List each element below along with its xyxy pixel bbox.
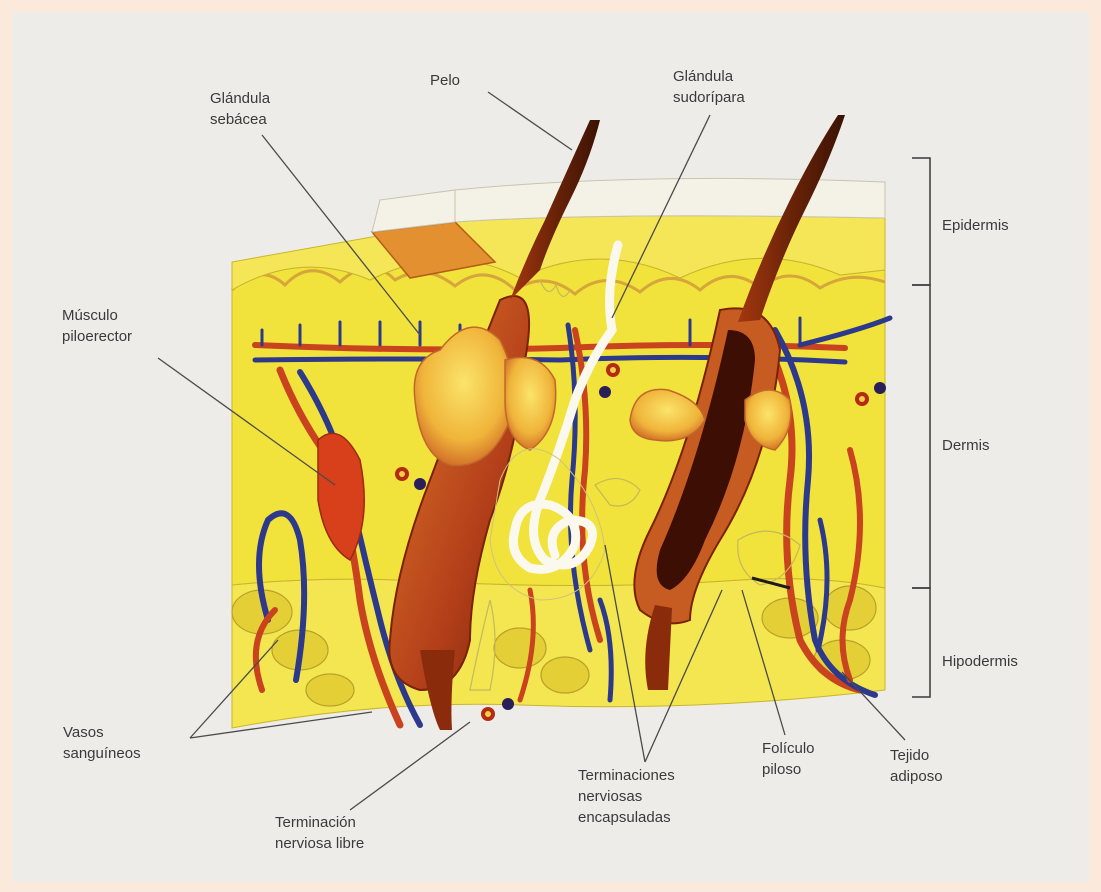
- bracket-epidermis: [912, 158, 930, 285]
- label-terminacion-nerviosa-libre: Terminación nerviosa libre: [275, 812, 364, 854]
- label-terminaciones-nerviosas-encapsuladas: Terminaciones nerviosas encapsuladas: [578, 765, 675, 828]
- layer-label-epidermis: Epidermis: [942, 215, 1009, 236]
- layer-label-dermis: Dermis: [942, 435, 990, 456]
- label-glandula-sebacea: Glándula sebácea: [210, 88, 270, 130]
- label-vasos-sanguineos: Vasos sanguíneos: [63, 722, 141, 764]
- layer-label-hipodermis: Hipodermis: [942, 651, 1018, 672]
- bracket-hipodermis: [912, 588, 930, 697]
- label-glandula-sudoripara: Glándula sudorípara: [673, 66, 745, 108]
- label-musculo-piloerector: Músculo piloerector: [62, 305, 132, 347]
- label-tejido-adiposo: Tejido adiposo: [890, 745, 943, 787]
- leader-terminacion-libre: [350, 722, 470, 810]
- label-foliculo-piloso: Folículo piloso: [762, 738, 815, 780]
- epidermis-surface: [455, 178, 885, 222]
- leader-pelo: [488, 92, 572, 150]
- layer-brackets: [912, 158, 930, 697]
- bracket-dermis: [912, 285, 930, 588]
- label-pelo: Pelo: [430, 70, 460, 91]
